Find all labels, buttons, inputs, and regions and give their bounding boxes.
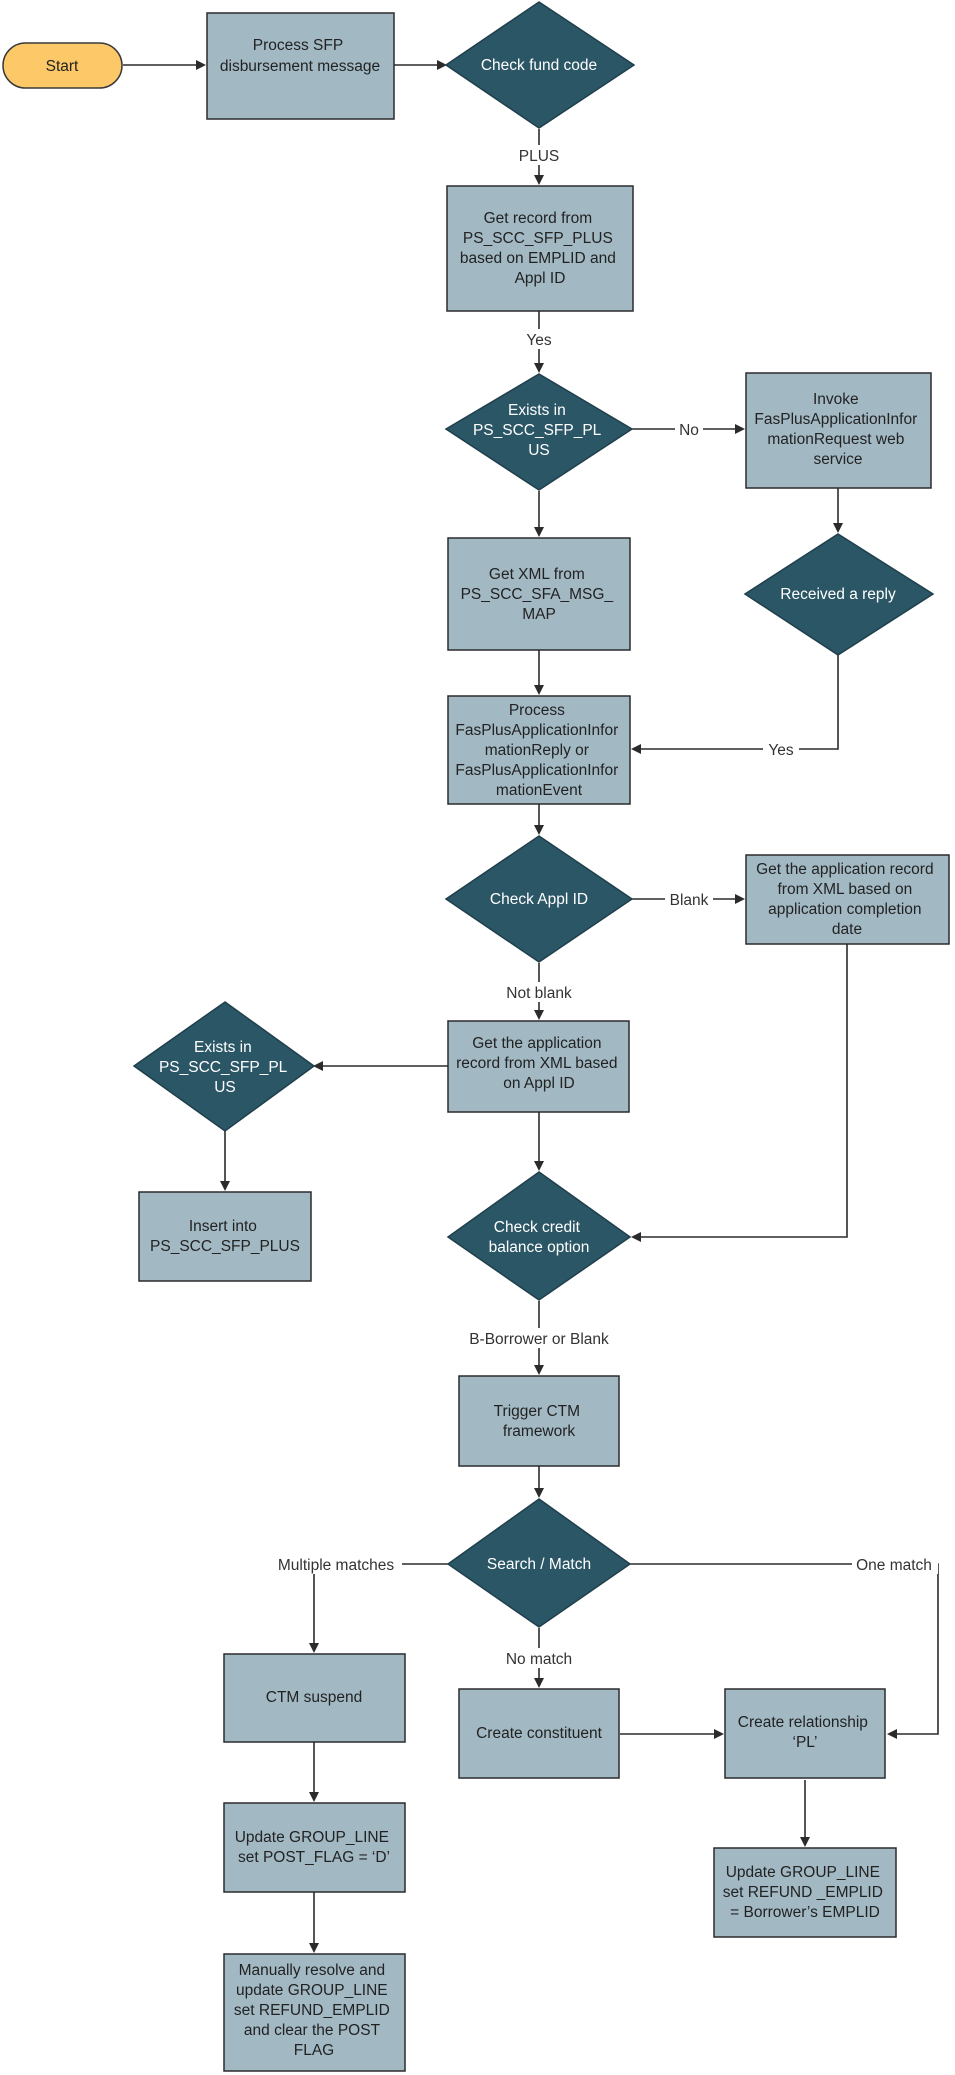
get-xml-label: Get XML from PS_SCC_SFA_MSG_ MAP — [461, 566, 618, 623]
arrowhead — [887, 1729, 897, 1739]
arrowhead — [309, 1792, 319, 1802]
update-refund-label: Update GROUP_LINE set REFUND _EMPLID = B… — [723, 1864, 888, 1921]
ctm-suspend-box — [223, 1653, 406, 1743]
create-constituent-label: Create constituent — [476, 1725, 602, 1742]
edge-label-yes: Yes — [768, 742, 794, 759]
edge-search-suspend — [313, 1563, 448, 1644]
connectors — [123, 60, 939, 1953]
create-relationship-label: Create relationship ‘PL’ — [738, 1714, 872, 1751]
edge-label-yes: Yes — [526, 332, 552, 349]
get-app-by-date-label: Get the application record from XML base… — [756, 861, 938, 938]
process-sfp-label: Process SFP disbursement message — [220, 37, 380, 75]
arrowhead — [534, 1161, 544, 1171]
arrowhead — [220, 1181, 230, 1191]
create-relationship-box — [724, 1688, 886, 1779]
get-app-by-id-box — [447, 1020, 630, 1113]
check-fund-code-decision — [444, 1, 636, 129]
get-record-plus-box — [446, 185, 634, 312]
arrowhead — [534, 1010, 544, 1020]
update-post-flag-box — [223, 1802, 406, 1893]
insert-plus-box — [138, 1191, 312, 1282]
edge-label-b-borrower: B-Borrower or Blank — [469, 1331, 609, 1348]
manual-resolve-label: Manually resolve and update GROUP_LINE s… — [234, 1962, 394, 2059]
arrowhead — [534, 175, 544, 185]
arrowhead — [735, 894, 745, 904]
search-match-decision — [446, 1498, 632, 1628]
received-reply-label: Received a reply — [780, 586, 896, 603]
arrowhead — [534, 1365, 544, 1375]
create-constituent-box — [458, 1688, 620, 1779]
update-post-flag-label: Update GROUP_LINE set POST_FLAG = ‘D’ — [235, 1829, 394, 1866]
process-reply-box — [447, 695, 631, 805]
edge-label-no-match: No match — [506, 1651, 572, 1668]
edge-labels: PLUS Yes No Yes Blank Not blank B-Borrow… — [270, 145, 938, 1668]
get-app-by-id-label: Get the application record from XML base… — [456, 1035, 622, 1092]
arrowhead — [534, 1678, 544, 1688]
update-refund-box — [713, 1847, 897, 1938]
arrowhead — [714, 1729, 724, 1739]
invoke-ws-label: Invoke FasPlusApplicationInfor mationReq… — [754, 391, 921, 468]
received-reply-decision — [743, 533, 935, 656]
edge-label-multiple-matches: Multiple matches — [278, 1557, 395, 1574]
process-reply-label: Process FasPlusApplicationInfor mationRe… — [455, 702, 622, 799]
get-app-by-date-box — [745, 854, 950, 945]
arrowhead — [534, 685, 544, 695]
invoke-ws-box — [745, 372, 932, 489]
arrowhead — [313, 1061, 323, 1071]
arrowhead — [735, 424, 745, 434]
check-appl-id-decision — [444, 835, 634, 963]
search-match-label: Search / Match — [487, 1556, 591, 1573]
arrowhead — [631, 1232, 641, 1242]
get-record-plus-label: Get record from PS_SCC_SFP_PLUS based on… — [460, 210, 620, 287]
check-appl-id-label: Check Appl ID — [490, 891, 588, 908]
arrowhead — [437, 60, 447, 70]
edge-label-plus: PLUS — [519, 148, 560, 165]
process-sfp-box — [206, 12, 395, 120]
arrowhead — [534, 527, 544, 537]
arrowhead — [309, 1943, 319, 1953]
exists-plus-2-label: Exists in PS_SCC_SFP_PL US — [159, 1039, 291, 1096]
start-label: Start — [46, 58, 79, 75]
edge-search-relationship — [630, 1563, 939, 1735]
ctm-suspend-label: CTM suspend — [266, 1689, 362, 1706]
edge-label-one-match: One match — [856, 1557, 932, 1574]
start-terminal — [2, 42, 123, 89]
check-credit-label: Check credit balance option — [489, 1219, 590, 1256]
arrowhead — [196, 60, 206, 70]
trigger-ctm-box — [458, 1375, 620, 1467]
edge-label-no: No — [679, 422, 699, 439]
arrowhead — [534, 825, 544, 835]
manual-resolve-box — [223, 1953, 406, 2072]
insert-plus-label: Insert into PS_SCC_SFP_PLUS — [150, 1218, 300, 1255]
edge-received-processreply — [641, 655, 839, 750]
exists-plus-label: Exists in PS_SCC_SFP_PL US — [473, 402, 605, 459]
trigger-ctm-label: Trigger CTM framework — [494, 1403, 585, 1440]
edge-label-not-blank: Not blank — [506, 985, 572, 1002]
arrowhead — [800, 1837, 810, 1847]
exists-plus-decision — [444, 373, 634, 491]
arrowhead — [631, 744, 641, 754]
check-fund-code-label: Check fund code — [481, 57, 597, 74]
edge-label-blank: Blank — [670, 892, 709, 909]
arrowhead — [833, 523, 843, 533]
arrowhead — [534, 363, 544, 373]
get-xml-box — [447, 537, 631, 651]
arrowhead — [309, 1643, 319, 1653]
edge-bydate-checkcredit — [641, 944, 848, 1238]
check-credit-decision — [446, 1171, 632, 1301]
arrowhead — [534, 1488, 544, 1498]
exists-plus-2-decision — [132, 1001, 316, 1132]
